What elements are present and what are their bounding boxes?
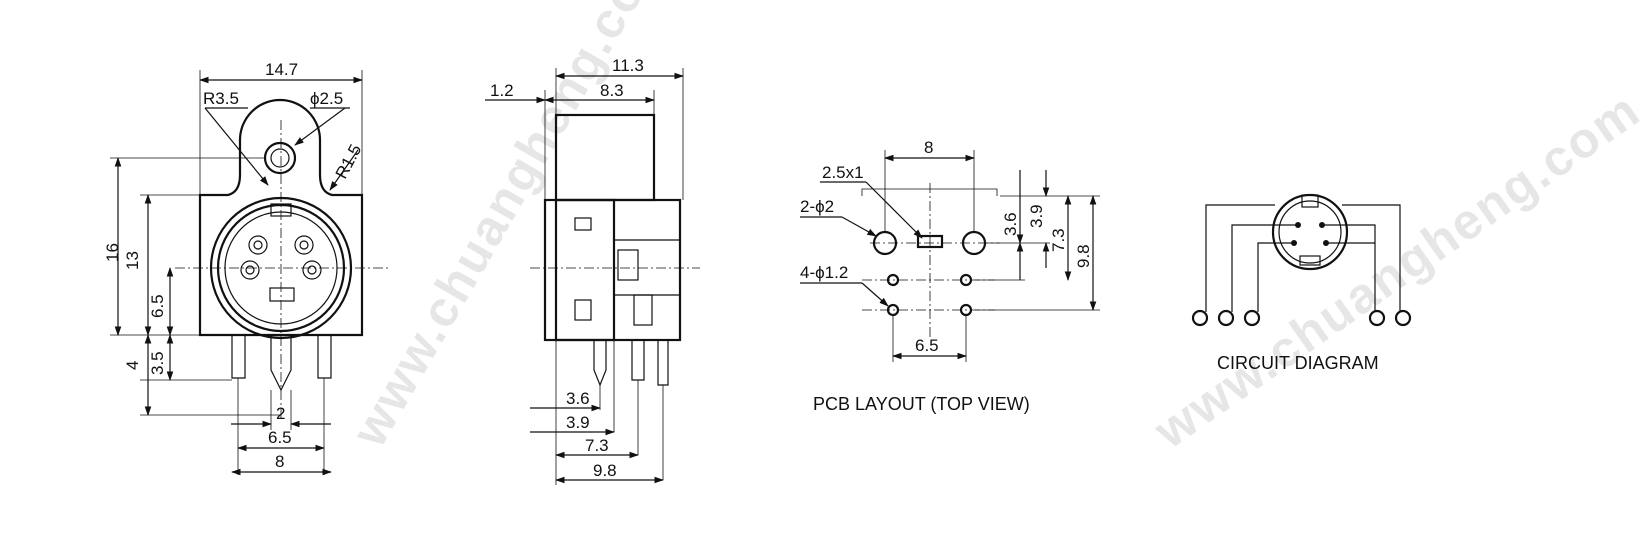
dim-height-body: 13 (123, 251, 142, 270)
circuit-socket-outer (1271, 193, 1349, 271)
circuit-slot (1299, 255, 1321, 266)
dim-body-depth: 8.3 (600, 81, 624, 100)
leader-r35 (204, 107, 269, 186)
side-pin-center (593, 340, 607, 387)
side-main-body (543, 198, 682, 342)
front-body-outline (198, 98, 364, 337)
side-clip (633, 294, 653, 326)
dim-pin-spacing-mid: 6.5 (268, 428, 292, 447)
wire-5 (1342, 204, 1401, 312)
pin-hole-2 (294, 235, 314, 255)
circuit-key (1301, 194, 1319, 208)
pcb-outline-top (861, 188, 998, 196)
side-boss (617, 249, 639, 281)
pcb-mount-hole-label: 2-ϕ2 (800, 197, 834, 216)
pin-3 (245, 265, 255, 275)
pcb-dim-spacing-bottom: 6.5 (915, 336, 939, 355)
wire-3 (1257, 242, 1294, 312)
terminal-3 (1243, 309, 1261, 327)
terminal-4 (1368, 309, 1386, 327)
dim-pin-pos-4: 9.8 (593, 461, 617, 480)
dim-height-total: 16 (103, 243, 122, 262)
dim-flange: 1.2 (490, 81, 514, 100)
side-front-flange (554, 198, 616, 342)
circuit-diagram: CIRCUIT DIAGRAM (1191, 193, 1412, 373)
terminal-2 (1217, 309, 1235, 327)
side-pin-1 (631, 340, 645, 381)
side-view: 11.3 1.2 8.3 3.6 3.9 7.3 9.8 (485, 56, 700, 485)
dim-center-height: 6.5 (148, 294, 167, 318)
circuit-socket-inner (1278, 200, 1342, 264)
side-notch-1 (574, 217, 592, 231)
dim-hole-dia: ϕ2.5 (310, 89, 343, 108)
pcb-dim-vertical-3: 7.3 (1049, 228, 1068, 252)
dim-radius-corner: R1.5 (332, 141, 366, 182)
front-view: 14.7 R3.5 ϕ2.5 R1.5 16 13 6.5 4 3.5 2 6.… (103, 60, 390, 476)
leader-dia (294, 107, 346, 146)
pin-2 (299, 240, 309, 250)
pcb-slot (916, 234, 944, 249)
pcb-dim-vertical-2: 3.9 (1027, 204, 1046, 228)
leg-right (317, 335, 332, 379)
pcb-dim-spacing-top: 8 (924, 138, 933, 157)
wire-2 (1231, 224, 1298, 312)
dim-pin-pos-3: 7.3 (585, 436, 609, 455)
mount-hole-inner (270, 148, 290, 168)
pcb-pin-hole-2 (959, 273, 973, 287)
pcb-pin-hole-label: 4-ϕ1.2 (800, 263, 848, 282)
key-slot (269, 287, 295, 302)
pin-hole-4 (302, 260, 322, 280)
pin-hole-1 (248, 235, 268, 255)
pcb-leader-mount (841, 216, 877, 237)
pin-hole-3 (240, 260, 260, 280)
pcb-layout: 8 2.5x1 2-ϕ2 4-ϕ1.2 3.6 3.9 7.3 9.8 6.5 … (800, 138, 1100, 414)
leader-r15 (329, 149, 359, 191)
pin-1 (253, 240, 263, 250)
pcb-dim-vertical-4: 9.8 (1074, 244, 1093, 268)
pin-4 (307, 265, 317, 275)
terminal-1 (1191, 309, 1209, 327)
circuit-caption: CIRCUIT DIAGRAM (1217, 353, 1379, 373)
mount-hole (263, 141, 297, 175)
watermark-2: www.chuangheng.com (1143, 81, 1644, 459)
dim-radius-top: R3.5 (203, 89, 239, 108)
wire-4 (1322, 224, 1376, 312)
wire-1 (1205, 204, 1275, 312)
dim-pin-pos-2: 3.9 (566, 413, 590, 432)
side-notch-2 (574, 299, 592, 321)
leg-center (270, 335, 292, 392)
pcb-slot-label: 2.5x1 (822, 163, 864, 182)
dim-pin-spacing-outer: 8 (275, 452, 284, 471)
dim-width: 14.7 (265, 60, 298, 79)
pcb-leader-slot (865, 181, 923, 239)
dim-depth-total: 11.3 (612, 56, 644, 75)
dim-pin-length: 3.5 (148, 351, 167, 375)
terminal-5 (1394, 309, 1412, 327)
dim-pin-pos-1: 3.6 (566, 389, 590, 408)
side-pin-2 (657, 340, 669, 386)
watermark-layer: www.chuangheng.com www.chuangheng.com (341, 0, 1644, 460)
dim-pin-spacing-center: 2 (276, 404, 285, 423)
pcb-leader-pin (861, 282, 889, 307)
pcb-layout-caption: PCB LAYOUT (TOP VIEW) (813, 394, 1030, 414)
leg-left (231, 335, 246, 379)
pcb-pin-hole-1 (886, 273, 900, 287)
dim-pin-extra: 4 (123, 361, 142, 370)
pcb-dim-vertical-1: 3.6 (1001, 212, 1020, 236)
